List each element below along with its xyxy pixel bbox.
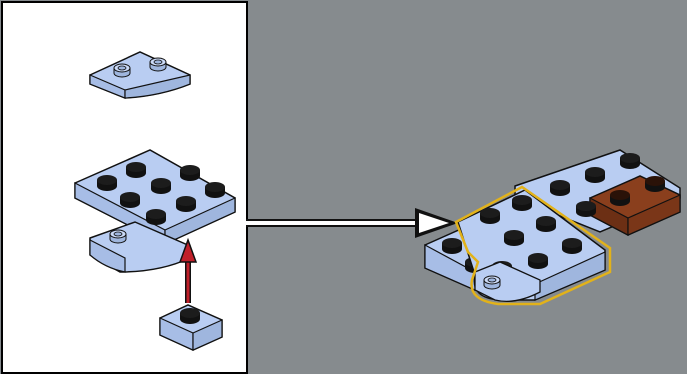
step-2-assembly — [74, 149, 236, 273]
right-arrow-icon — [246, 208, 458, 238]
one-by-one-plate — [159, 304, 223, 351]
main-model — [424, 149, 681, 306]
up-arrow-icon — [178, 237, 198, 303]
step-1-part — [89, 51, 191, 99]
